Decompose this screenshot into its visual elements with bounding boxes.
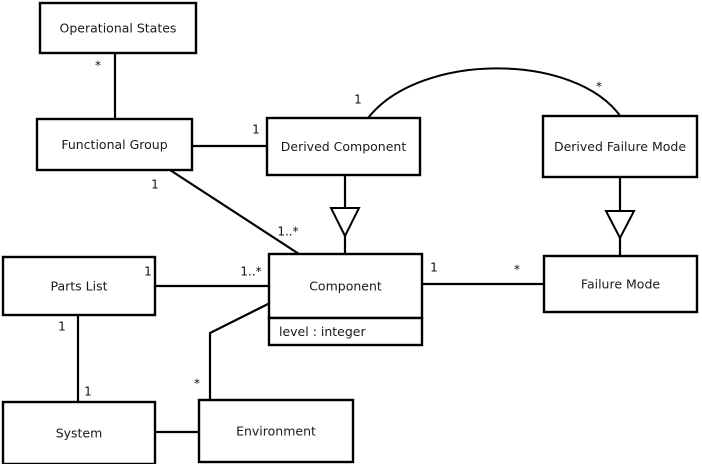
class-box-frame [267, 252, 424, 320]
multiplicity-label-m-environment-top: * [194, 377, 200, 391]
class-name-label: System [56, 426, 103, 441]
class-name-label: Parts List [50, 279, 107, 294]
class-name-label: Operational States [60, 21, 177, 36]
multiplicity-label-m-curve-right: * [596, 80, 602, 94]
generalization-arrowhead-derivedcomponent-to-component [329, 207, 361, 239]
multiplicity-label-m-partslist-right: 1 [144, 265, 152, 279]
multiplicity-label-m-failuremode-left: * [514, 263, 520, 277]
class-box-system[interactable]: System [1, 400, 157, 464]
class-box-component[interactable]: Component level : integer [267, 252, 424, 347]
class-box-frame [1, 400, 157, 464]
association-derivedcomponent-derivedfailuremode[interactable] [367, 67, 622, 119]
multiplicity-label-m-partslist-bottom: 1 [58, 320, 66, 334]
class-box-environment[interactable]: Environment [197, 398, 355, 464]
class-box-frame [541, 114, 699, 179]
multiplicity-label-m-curve-left: 1 [354, 93, 362, 107]
class-name-label: Derived Failure Mode [554, 139, 686, 154]
multiplicity-label-m-system-top: 1 [84, 385, 92, 399]
class-box-frame [265, 116, 422, 177]
multiplicity-label-m-derivedcomponent-left: 1 [252, 123, 260, 137]
class-attribute-label: level : integer [279, 324, 366, 339]
class-attribute-compartment [267, 316, 424, 347]
class-name-label: Component [309, 279, 382, 294]
multiplicity-label-m-component-diag: 1..* [277, 225, 298, 239]
class-box-frame [542, 254, 699, 314]
multiplicity-label-m-component-right: 1 [430, 261, 438, 275]
class-name-label: Derived Component [281, 139, 407, 154]
class-box-frame [1, 255, 157, 317]
class-name-label: Functional Group [61, 137, 167, 152]
class-box-derived-component[interactable]: Derived Component [265, 116, 422, 177]
association-funcgroup-component[interactable] [169, 169, 300, 255]
class-box-operational-states[interactable]: Operational States [38, 1, 198, 55]
class-box-parts-list[interactable]: Parts List [1, 255, 157, 317]
class-name-label: Failure Mode [581, 277, 660, 292]
multiplicity-label-m-opstates-funcgroup: * [95, 59, 101, 73]
class-box-derived-failure-mode[interactable]: Derived Failure Mode [541, 114, 699, 179]
multiplicities-layer: * 1 1 1 * 1..* 1 1..* 1 * 1 1 * [58, 59, 602, 399]
generalizations-layer [329, 175, 636, 256]
class-box-failure-mode[interactable]: Failure Mode [542, 254, 699, 314]
association-component-environment[interactable] [208, 302, 271, 400]
class-name-label: Environment [236, 424, 316, 439]
multiplicity-label-m-funcgroup-diag: 1 [151, 178, 159, 192]
generalization-arrowhead-derivedfailuremode-to-failuremode [604, 210, 636, 241]
class-box-functional-group[interactable]: Functional Group [35, 117, 194, 172]
class-box-frame [35, 117, 194, 172]
multiplicity-label-m-component-left: 1..* [240, 265, 261, 279]
associations-layer [76, 53, 622, 434]
class-box-frame [38, 1, 198, 55]
class-box-frame [197, 398, 355, 464]
